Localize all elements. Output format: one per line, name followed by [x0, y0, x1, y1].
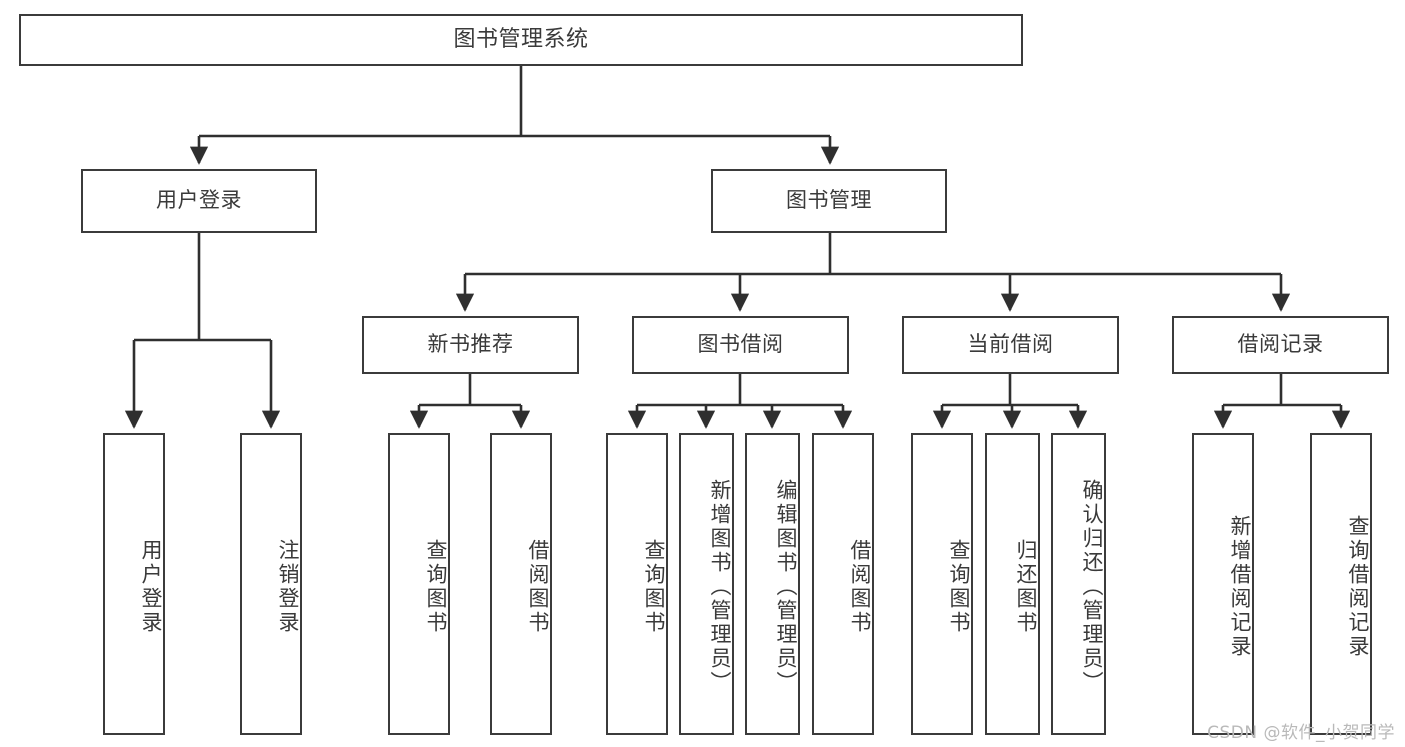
leaf-query-book-borrow-label: 查询图书 — [642, 539, 666, 635]
leaf-logout-label: 注销登录 — [276, 539, 300, 635]
node-current-borrow-label: 当前借阅 — [967, 332, 1054, 357]
node-user-login-label: 用户登录 — [156, 188, 242, 213]
leaf-edit-book-admin[interactable]: 编辑图书（管理员） — [745, 433, 800, 735]
node-book-management-label: 图书管理 — [786, 188, 872, 213]
leaf-add-book-admin-label: 新增图书（管理员） — [708, 479, 732, 695]
node-user-login[interactable]: 用户登录 — [81, 169, 317, 233]
node-current-borrow[interactable]: 当前借阅 — [902, 316, 1119, 374]
node-borrow-record-label: 借阅记录 — [1237, 332, 1324, 357]
leaf-borrow-book-new[interactable]: 借阅图书 — [490, 433, 552, 735]
leaf-query-book-new-label: 查询图书 — [424, 539, 448, 635]
leaf-user-login[interactable]: 用户登录 — [103, 433, 165, 735]
node-root-label: 图书管理系统 — [453, 26, 589, 52]
node-borrow-record[interactable]: 借阅记录 — [1172, 316, 1389, 374]
leaf-add-borrow-record[interactable]: 新增借阅记录 — [1192, 433, 1254, 735]
node-root[interactable]: 图书管理系统 — [19, 14, 1023, 66]
node-book-management[interactable]: 图书管理 — [711, 169, 947, 233]
leaf-query-book-new[interactable]: 查询图书 — [388, 433, 450, 735]
node-book-borrow[interactable]: 图书借阅 — [632, 316, 849, 374]
leaf-confirm-return-admin[interactable]: 确认归还（管理员） — [1051, 433, 1106, 735]
leaf-borrow-book-new-label: 借阅图书 — [526, 539, 550, 635]
leaf-edit-book-admin-label: 编辑图书（管理员） — [774, 479, 798, 695]
leaf-query-book-current-label: 查询图书 — [947, 539, 971, 635]
leaf-confirm-return-admin-label: 确认归还（管理员） — [1080, 479, 1104, 695]
leaf-query-book-current[interactable]: 查询图书 — [911, 433, 973, 735]
leaf-user-login-label: 用户登录 — [139, 539, 163, 635]
csdn-watermark: CSDN @软件_小贺同学 — [1207, 723, 1395, 743]
leaf-add-book-admin[interactable]: 新增图书（管理员） — [679, 433, 734, 735]
leaf-add-borrow-record-label: 新增借阅记录 — [1228, 515, 1252, 659]
leaf-query-borrow-record[interactable]: 查询借阅记录 — [1310, 433, 1372, 735]
leaf-return-book-label: 归还图书 — [1014, 539, 1038, 635]
leaf-borrow-book[interactable]: 借阅图书 — [812, 433, 874, 735]
node-new-book-recommend[interactable]: 新书推荐 — [362, 316, 579, 374]
leaf-query-borrow-record-label: 查询借阅记录 — [1346, 515, 1370, 659]
leaf-query-book-borrow[interactable]: 查询图书 — [606, 433, 668, 735]
leaf-logout[interactable]: 注销登录 — [240, 433, 302, 735]
node-book-borrow-label: 图书借阅 — [697, 332, 784, 357]
leaf-borrow-book-label: 借阅图书 — [848, 539, 872, 635]
leaf-return-book[interactable]: 归还图书 — [985, 433, 1040, 735]
node-new-book-recommend-label: 新书推荐 — [427, 332, 514, 357]
